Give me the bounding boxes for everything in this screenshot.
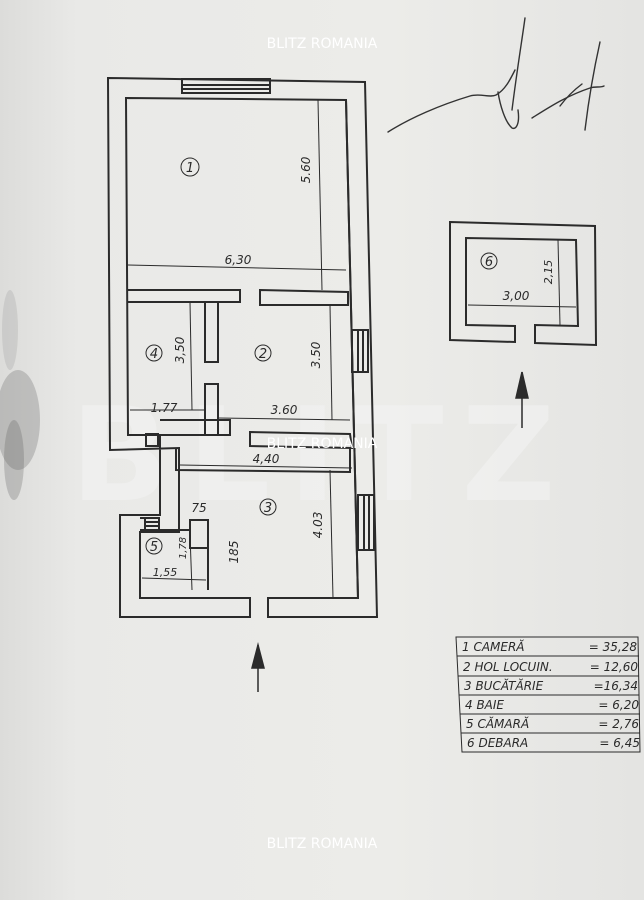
watermark-bottom: BLITZ ROMANIA [267,836,378,852]
entrance-arrow-icon [251,642,265,692]
legend-rows: 1 CAMERĂ = 35,28 2 HOL LOCUIN. = 12,60 3… [462,639,640,750]
legend-row-3-value: =16,34 [594,679,638,693]
watermark-middle: BLITZ ROMANIA [267,436,378,452]
legend-row-4-value: = 6,20 [598,698,639,712]
room-4-width-label: 1.77 [151,401,178,415]
room-5-number: 5 [150,540,158,555]
room-6-width-label: 3,00 [503,289,530,303]
room-2-width-label: 3.60 [271,403,298,417]
room-4-number: 4 [150,347,158,362]
room-3-height-label: 4.03 [311,512,325,539]
room-6-walls [449,220,598,347]
dimension-lines [127,99,577,599]
large-watermark: BLITZ [70,379,573,531]
legend-row-5-value: = 2,76 [598,717,639,731]
room-3-inner-b-label: 185 [227,541,241,564]
scan-smudge [0,290,40,500]
room-4-height-label: 3,50 [173,336,187,363]
legend-row-2-value: = 12,60 [590,660,639,674]
signature-icon [387,17,605,133]
room-1-number: 1 [186,161,194,176]
legend-row-5-name: 5 CĂMARĂ [466,716,529,731]
legend-row-4-name: 4 BAIE [465,698,504,712]
area-legend-table [455,636,641,753]
legend-row-3-name: 3 BUCĂTĂRIE [464,678,544,693]
legend-row-6-name: 6 DEBARA [467,736,528,750]
room-5-height-label: 1,78 [178,537,189,559]
watermark-top: BLITZ ROMANIA [267,36,378,52]
room-6-height-label: 2,15 [542,260,555,285]
room-2-number: 2 [259,347,267,362]
room-3-width-label: 4,40 [253,452,280,466]
legend-row-6-value: = 6,45 [599,736,640,750]
legend-row-1-name: 1 CAMERĂ [462,639,525,654]
legend-row-1-value: = 35,28 [589,640,638,654]
main-walls [106,76,379,618]
room-5-width-label: 1,55 [153,566,178,579]
room-3-number: 3 [264,501,272,516]
room-1-width-label: 6,30 [225,253,252,267]
room-2-height-label: 3.50 [309,341,323,368]
legend-row-2-name: 2 HOL LOCUIN. [463,660,553,674]
room-number-circles [145,157,498,555]
room-6-access-arrow-icon [515,371,529,428]
room-3-inner-a-label: 75 [191,501,206,515]
room-6-number: 6 [485,255,493,270]
room-1-height-label: 5.60 [299,156,313,183]
